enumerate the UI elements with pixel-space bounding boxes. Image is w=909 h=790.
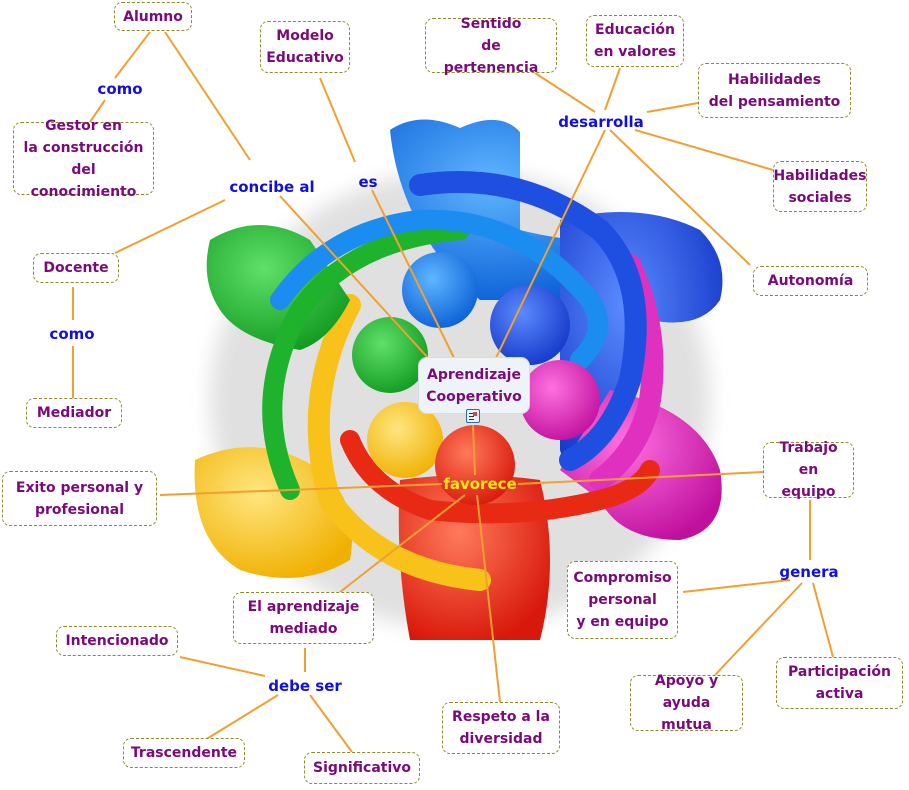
connectors [72, 31, 834, 753]
connector [159, 483, 443, 496]
concept-trabajo-equipo[interactable]: Trabajo en equipo [763, 440, 854, 500]
concept-aprendizaje-mediado[interactable]: El aprendizaje mediado [233, 592, 374, 644]
connector [609, 129, 751, 266]
link-como-docente: como [49, 325, 95, 343]
connector [114, 199, 226, 254]
concept-educacion-valores[interactable]: Educación en valores [586, 15, 684, 67]
concept-apoyo[interactable]: Apoyo y ayuda mutua [630, 673, 743, 733]
connector [517, 471, 764, 485]
connector [279, 195, 431, 361]
connector [812, 582, 834, 658]
connector [494, 129, 606, 361]
concept-gestor[interactable]: Gestor en la construcción del conocimien… [13, 118, 154, 200]
concept-habilidades-sociales[interactable]: Habilidades sociales [773, 161, 867, 212]
connector [682, 579, 791, 593]
concept-intencionado[interactable]: Intencionado [56, 626, 178, 656]
concept-modelo-educativo[interactable]: Modelo Educativo [260, 21, 350, 73]
concept-significativo[interactable]: Significativo [304, 752, 420, 784]
concept-habilidades-pensamiento[interactable]: Habilidades del pensamiento [698, 63, 851, 118]
note-icon[interactable] [466, 409, 480, 423]
connector [476, 494, 501, 703]
connector [179, 656, 266, 677]
concept-docente[interactable]: Docente [33, 253, 119, 283]
connector [339, 494, 466, 593]
link-favorece: favorece [443, 475, 517, 493]
link-desarrolla: desarrolla [558, 113, 644, 131]
concept-alumno[interactable]: Alumno [114, 2, 192, 31]
concept-mediador[interactable]: Mediador [26, 398, 122, 428]
teamwork-illustration [194, 119, 723, 640]
connector [309, 694, 353, 753]
connector [319, 77, 356, 163]
link-es: es [358, 173, 378, 191]
link-genera: genera [779, 563, 839, 581]
connector [164, 31, 251, 161]
concept-respeto-diversidad[interactable]: Respeto a la diversidad [442, 702, 560, 754]
connector [472, 424, 476, 476]
concept-trascendente[interactable]: Trascendente [123, 738, 245, 768]
concept-aprendizaje-cooperativo[interactable]: Aprendizaje Cooperativo [418, 357, 530, 414]
connector [114, 31, 151, 79]
concept-autonomia[interactable]: Autonomía [753, 266, 868, 296]
link-concibe-al: concibe al [229, 178, 315, 196]
concept-compromiso[interactable]: Compromiso personal y en equipo [567, 561, 678, 639]
connector [646, 102, 699, 113]
connector [604, 67, 621, 111]
connector [89, 99, 106, 123]
connector [714, 582, 803, 676]
concept-exito[interactable]: Exito personal y profesional [2, 471, 157, 526]
concept-participacion[interactable]: Participación activa [776, 657, 903, 709]
link-como-alumno: como [97, 80, 143, 98]
connector [534, 72, 596, 113]
link-debe-ser: debe ser [268, 677, 342, 695]
connector [371, 189, 456, 361]
connector [634, 129, 774, 171]
connector [204, 694, 279, 741]
concept-sentido-pertenencia[interactable]: Sentido de pertenencia [425, 16, 557, 76]
